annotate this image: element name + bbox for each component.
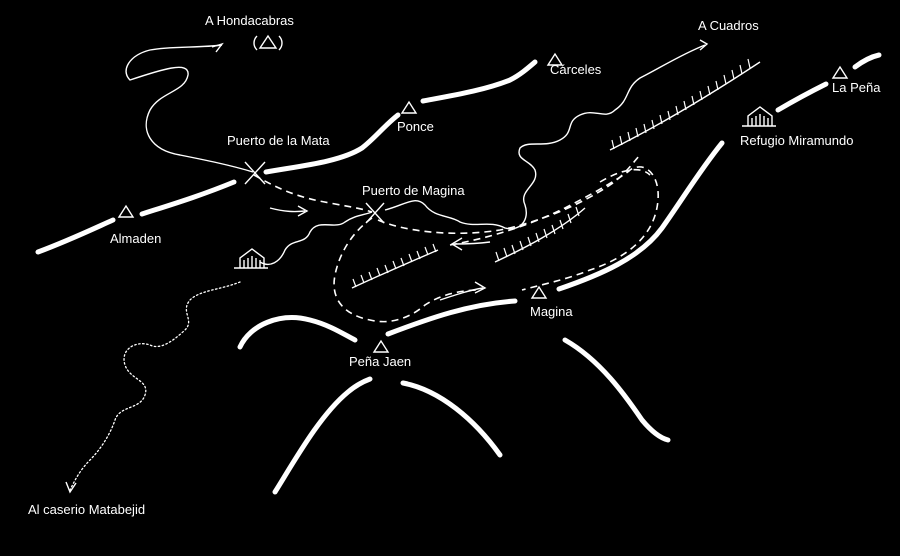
label-carceles: Cárceles: [550, 62, 602, 77]
label-refugio: Refugio Miramundo: [740, 133, 854, 148]
path-hut-magina: [259, 211, 373, 266]
route-outer: [599, 168, 651, 183]
route-magina-loop: [377, 154, 641, 235]
trail-matabejid: [69, 281, 241, 491]
arrow-icon: [65, 39, 709, 494]
route-return: [449, 166, 659, 291]
dashed-route: [253, 154, 659, 323]
label-matabejid: Al caserio Matabejid: [28, 502, 146, 517]
label-hondacabras: A Hondacabras: [205, 13, 294, 28]
label-puerto-magina: Puerto de Magina: [362, 183, 465, 198]
ridge-pena-magina: [385, 298, 518, 337]
ridge-refugio: [775, 81, 829, 113]
label-pena-jaen: Peña Jaen: [349, 354, 412, 369]
triangle-peak-icon: [117, 34, 849, 353]
path-mata-hondacabras: [125, 44, 254, 173]
ridge-lapena: [852, 52, 882, 70]
ridge-magina-refugio: [556, 140, 725, 292]
label-magina: Magina: [530, 304, 573, 319]
paths: [69, 44, 706, 491]
label-almaden: Almaden: [110, 231, 162, 246]
label-ponce: Ponce: [397, 119, 434, 134]
ridge-almaden-mata: [139, 179, 237, 217]
cross-pass-icon: [244, 161, 385, 224]
hut-icon: [234, 106, 776, 269]
label-puerto-mata: Puerto de la Mata: [227, 133, 330, 148]
ridge-ponce-carceles: [420, 59, 538, 104]
ridge-south-1: [272, 376, 373, 495]
ridge-south-3: [562, 337, 671, 443]
label-la-pena: La Peña: [832, 80, 881, 95]
route-inner-loop: [333, 217, 481, 323]
ridge-mata-ponce: [263, 112, 401, 175]
ridge-south-2: [400, 380, 503, 458]
ridge-pena-west: [237, 315, 358, 350]
ridge-almaden: [35, 217, 116, 255]
route-mata-magina: [253, 174, 373, 213]
path-magina-cuadros: [384, 44, 706, 230]
ridge-lines: [35, 52, 882, 495]
label-cuadros: A Cuadros: [698, 18, 759, 33]
cliffs: [351, 58, 761, 289]
